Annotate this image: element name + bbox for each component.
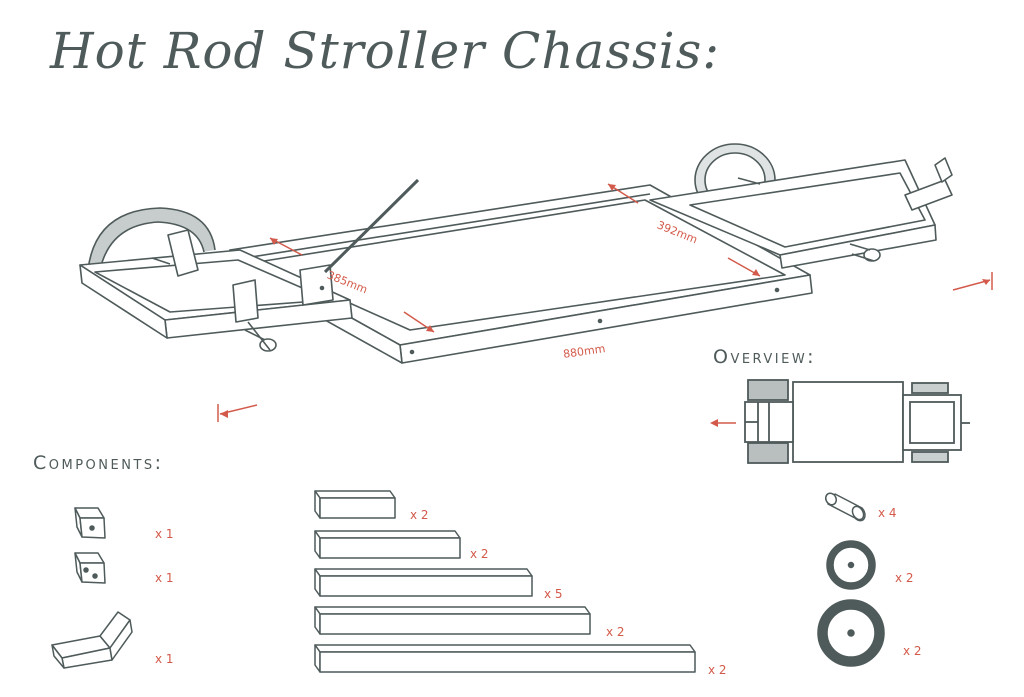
qty-axle: x 4 (878, 506, 897, 520)
qty-beam-4: x 2 (606, 625, 625, 639)
qty-handle-bracket: x 1 (155, 652, 174, 666)
qty-beam-2: x 2 (470, 547, 489, 561)
qty-large-wheel: x 2 (903, 644, 922, 658)
axles (151, 177, 881, 352)
component-icons (51, 490, 885, 673)
qty-spacer-block-a: x 1 (155, 527, 174, 541)
overview-label: Overview: (713, 346, 817, 368)
components-label: Components: (33, 452, 164, 474)
dimension-arrows (217, 183, 993, 427)
qty-beam-5: x 2 (708, 663, 727, 677)
qty-spacer-block-b: x 1 (155, 571, 174, 585)
page-title: Hot Rod Stroller Chassis: (50, 22, 721, 80)
overview-schematic (744, 379, 970, 464)
qty-beam-1: x 2 (410, 508, 429, 522)
qty-beam-3: x 5 (544, 587, 563, 601)
front-frame (79, 229, 353, 339)
qty-small-wheel: x 2 (895, 571, 914, 585)
